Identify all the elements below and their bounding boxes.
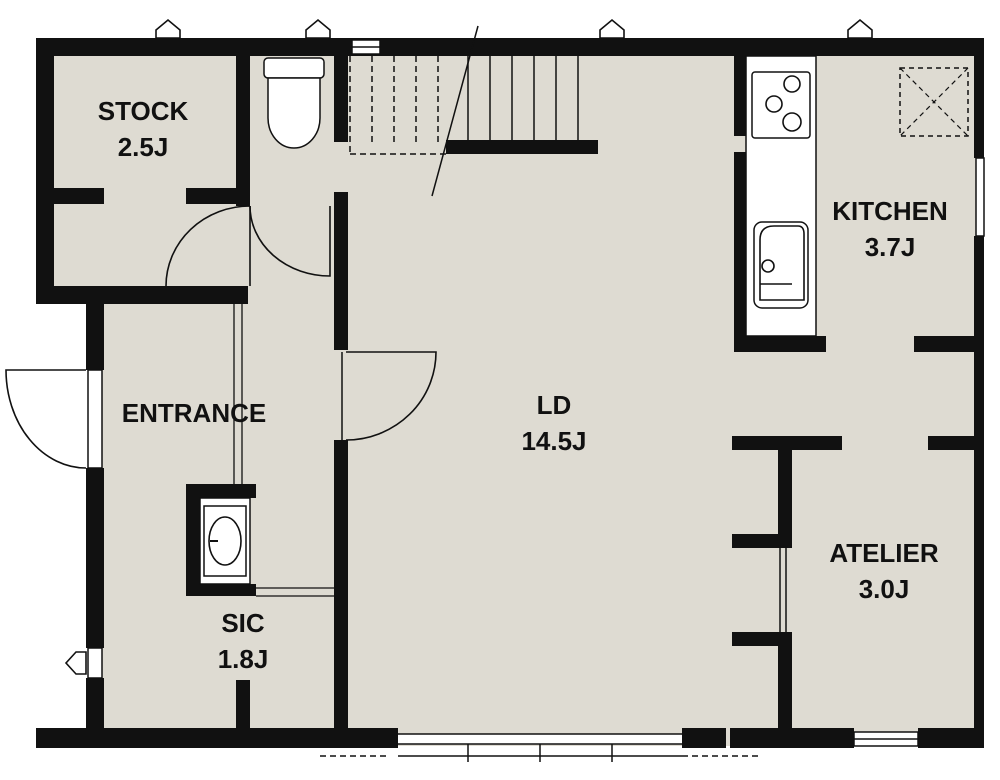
walls: [36, 38, 984, 748]
room-labels: STOCK 2.5J ENTRANCE SIC 1.8J LD 14.5J KI…: [98, 96, 948, 674]
room-name-entrance: ENTRANCE: [122, 398, 266, 428]
stairs: [349, 25, 579, 197]
room-name-atelier: ATELIER: [829, 538, 939, 568]
kitchen-counter: [745, 55, 817, 337]
room-name-ld: LD: [537, 390, 572, 420]
room-size-atelier: 3.0J: [859, 574, 910, 604]
kitchen-sink-icon: [753, 221, 809, 309]
room-size-kitchen: 3.7J: [865, 232, 916, 262]
ventilation-hood-icon: [899, 67, 969, 137]
windows: [87, 39, 985, 762]
room-name-sic: SIC: [221, 608, 265, 638]
room-size-stock: 2.5J: [118, 132, 169, 162]
room-size-sic: 1.8J: [218, 644, 269, 674]
vent-caps: [64, 18, 873, 675]
stove-icon: [751, 71, 811, 139]
toilet-icon: [263, 57, 325, 149]
room-size-ld: 14.5J: [521, 426, 586, 456]
room-name-stock: STOCK: [98, 96, 189, 126]
room-name-kitchen: KITCHEN: [832, 196, 948, 226]
wash-basin-icon: [199, 497, 251, 585]
doors: [5, 205, 787, 632]
